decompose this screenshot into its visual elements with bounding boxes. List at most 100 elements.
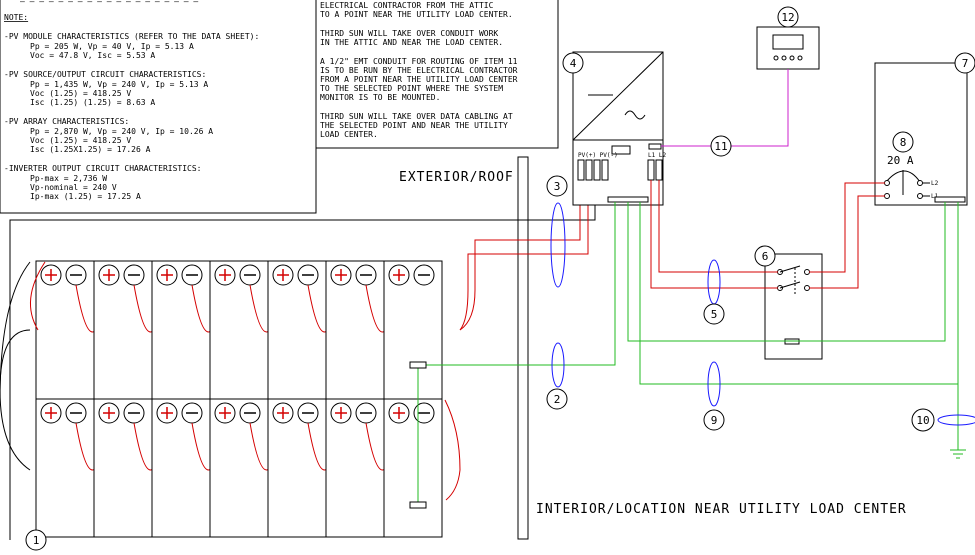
note-line: FROM A POINT NEAR THE UTILITY LOAD CENTE… (320, 75, 518, 84)
note-line: Isc (1.25) (1.25) = 8.63 A (30, 98, 155, 107)
plus-sign-icon (219, 407, 231, 419)
note-line: IN THE ATTIC AND NEAR THE LOAD CENTER. (320, 38, 503, 47)
interior-location-label: INTERIOR/LOCATION NEAR UTILITY LOAD CENT… (536, 502, 907, 517)
note-line: -PV ARRAY CHARACTERISTICS: (4, 117, 129, 126)
breaker-rating-label: 20 A (887, 154, 914, 167)
svg-text:6: 6 (762, 250, 769, 263)
fuse-terminal (577, 159, 585, 181)
plus-sign-icon (393, 269, 405, 281)
notes-right-box: ELECTRICAL CONTRACTOR FROM THE ATTIC TO … (315, 0, 559, 149)
plus-sign-icon (277, 269, 289, 281)
note-line: TO THE SELECTED POINT WHERE THE SYSTEM (320, 84, 503, 93)
note-line: A 1/2" EMT CONDUIT FOR ROUTING OF ITEM 1… (320, 57, 518, 66)
fuse-terminal (601, 159, 609, 181)
bubble-8: 8 (892, 131, 914, 153)
pv-array-outline (9, 205, 596, 540)
data-cable (661, 69, 789, 147)
l2-label: L2 (931, 180, 939, 187)
note-line: -PV SOURCE/OUTPUT CIRCUIT CHARACTERISTIC… (4, 70, 206, 79)
bubble-12: 12 (777, 6, 799, 28)
bubble-2: 2 (546, 388, 568, 410)
svg-text:10: 10 (916, 414, 929, 427)
inverter: PV(+) PV(-) L1 L2 (572, 51, 666, 206)
note-line: Pp = 205 W, Vp = 40 V, Ip = 5.13 A (30, 42, 194, 51)
plus-sign-icon (393, 407, 405, 419)
svg-text:4: 4 (570, 57, 577, 70)
system-monitor (756, 26, 820, 70)
building-wall (517, 156, 529, 540)
svg-text:5: 5 (711, 308, 718, 321)
pv-modules (35, 260, 443, 538)
bubble-10: 10 (911, 408, 935, 432)
note-line: Pp = 2,870 W, Vp = 240 V, Ip = 10.26 A (30, 127, 213, 136)
bubble-6: 6 (754, 245, 776, 267)
note-line: Voc (1.25) = 418.25 V (30, 136, 131, 145)
plus-sign-icon (103, 269, 115, 281)
ac-symbol (624, 110, 646, 120)
reference-bubbles: 1 2 3 4 5 6 7 8 9 10 11 12 (25, 6, 975, 551)
plus-sign-icon (161, 269, 173, 281)
note-line: MONITOR IS TO BE MOUNTED. (320, 93, 440, 102)
fuse-terminal (655, 159, 663, 181)
bubble-5: 5 (703, 303, 725, 325)
dc-wires (29, 200, 589, 501)
svg-text:11: 11 (714, 140, 727, 153)
svg-text:3: 3 (554, 180, 561, 193)
ac-terminal-label: L1 L2 (648, 152, 666, 159)
note-line: ELECTRICAL CONTRACTOR FROM THE ATTIC (320, 1, 494, 10)
bubble-3: 3 (546, 175, 568, 197)
note-line: Ip-max (1.25) = 17.25 A (30, 192, 141, 201)
note-line: Voc (1.25) = 418.25 V (30, 89, 131, 98)
bubble-11: 11 (710, 135, 732, 157)
note-line: Vp-nominal = 240 V (30, 183, 117, 192)
plus-sign-icon (219, 269, 231, 281)
array-ground-lug (409, 361, 427, 369)
notes-title: NOTE: (4, 13, 28, 22)
utility-load-center: 20 A L2 L1 (874, 62, 968, 206)
svg-text:8: 8 (900, 136, 907, 149)
notes-right-lines: ELECTRICAL CONTRACTOR FROM THE ATTIC TO … (320, 1, 518, 139)
breaker-symbol (885, 170, 921, 183)
bubble-4: 4 (562, 52, 584, 74)
fuse-terminal (593, 159, 601, 181)
fuse-terminal (647, 159, 655, 181)
note-line: -PV MODULE CHARACTERISTICS (REFER TO THE… (4, 32, 259, 41)
plus-sign-icon (45, 407, 57, 419)
load-center-ground-bar (934, 196, 966, 203)
ac-disconnect (764, 253, 823, 360)
plus-sign-icon (103, 407, 115, 419)
notes-left-box: — — — — — — — — — — — — — — — — — — — NO… (0, 0, 317, 214)
svg-text:9: 9 (711, 414, 718, 427)
note-line: Pp = 1,435 W, Vp = 240 V, Ip = 5.13 A (30, 80, 208, 89)
plus-sign-icon (277, 407, 289, 419)
plus-sign-icon (45, 269, 57, 281)
array-ground-lug (409, 501, 427, 509)
svg-text:2: 2 (554, 393, 561, 406)
plus-sign-icon (335, 407, 347, 419)
conduit-markers (550, 202, 975, 426)
exterior-roof-label: EXTERIOR/ROOF (399, 170, 514, 185)
svg-text:12: 12 (781, 11, 794, 24)
module-jumpers-black (0, 261, 31, 471)
pv-terminal-label: PV(+) PV(-) (578, 152, 618, 159)
notes-header-fragment: — — — — — — — — — — — — — — — — — — — (20, 0, 198, 6)
note-line: THE SELECTED POINT AND NEAR THE UTILITY (320, 121, 508, 130)
note-line: TO A POINT NEAR THE UTILITY LOAD CENTER. (320, 10, 513, 19)
fuse-terminal (585, 159, 593, 181)
notes-left-lines: -PV MODULE CHARACTERISTICS (REFER TO THE… (4, 32, 259, 201)
bubble-1: 1 (25, 529, 47, 551)
ac-wires (650, 180, 885, 289)
data-port (648, 143, 662, 150)
note-line: Isc (1.25X1.25) = 17.26 A (30, 145, 151, 154)
note-line: IS TO BE RUN BY THE ELECTRICAL CONTRACTO… (320, 66, 518, 75)
note-line: Pp-max = 2,736 W (30, 174, 107, 183)
plus-sign-icon (161, 407, 173, 419)
pv-module (93, 260, 153, 400)
note-line: -INVERTER OUTPUT CIRCUIT CHARACTERISTICS… (4, 164, 201, 173)
plus-sign-icon (335, 269, 347, 281)
inverter-ground-bar (607, 196, 649, 203)
svg-text:1: 1 (33, 534, 40, 547)
note-line: Voc = 47.8 V, Isc = 5.53 A (30, 51, 155, 60)
note-line: THIRD SUN WILL TAKE OVER CONDUIT WORK (320, 29, 498, 38)
